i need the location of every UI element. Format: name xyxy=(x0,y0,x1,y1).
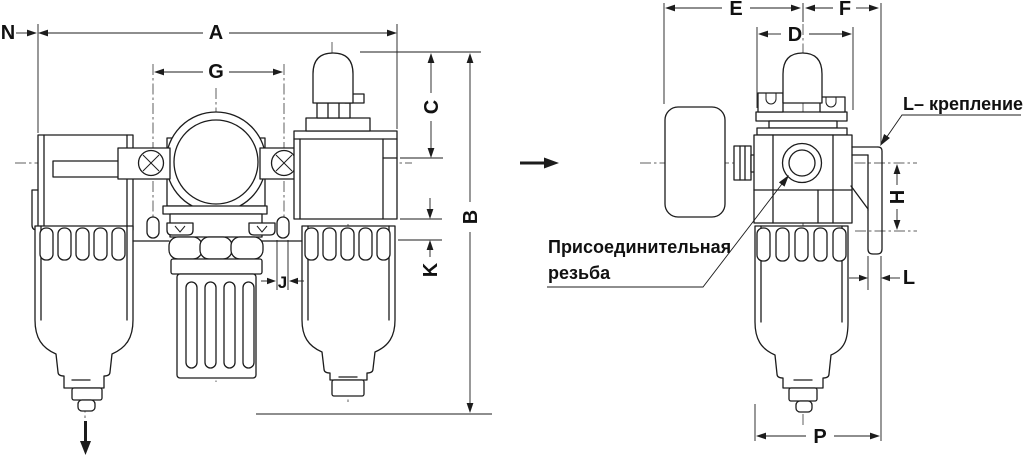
inlet-port xyxy=(52,160,121,178)
dim-label-n: N xyxy=(1,22,15,44)
front-view xyxy=(15,42,412,455)
mounting-screw-right xyxy=(270,149,298,177)
body-block-side xyxy=(753,134,853,224)
connection-port xyxy=(781,142,823,184)
dim-label-k: K xyxy=(420,262,442,277)
dim-p: P xyxy=(756,426,880,448)
panel-nut xyxy=(168,236,264,260)
regulator-cap xyxy=(165,111,267,213)
dim-label-j: J xyxy=(278,273,287,292)
dim-label-g: G xyxy=(208,61,224,83)
mounting-screw-left xyxy=(137,149,165,177)
gauge-connection-nut xyxy=(733,145,757,181)
dim-c: C xyxy=(421,53,443,158)
dim-label-d: D xyxy=(788,24,802,46)
drain-flow-arrow-icon xyxy=(80,421,91,455)
dim-label-b: B xyxy=(460,210,482,224)
dim-a: A xyxy=(38,22,397,44)
dim-k: K xyxy=(420,198,442,277)
lubricator-bowl-ribs xyxy=(304,227,391,261)
dim-f: F xyxy=(805,0,879,20)
filter-bowl-ribs xyxy=(39,227,126,261)
view-direction-arrow-icon xyxy=(520,157,559,169)
annotation-thread: Присоединительная резьба xyxy=(547,175,789,288)
fill-dome-side xyxy=(782,52,823,104)
dim-label-l: L xyxy=(903,267,915,289)
adjustment-knob xyxy=(176,273,257,379)
dim-h: H xyxy=(887,164,909,230)
thread-label-line1: Присоединительная xyxy=(548,237,731,257)
lubricator-module xyxy=(293,52,398,397)
fill-dome xyxy=(312,52,354,104)
lubricator-bowl xyxy=(301,225,396,381)
annotation-mounting: L– крепление xyxy=(880,94,1023,146)
dim-label-c: C xyxy=(421,100,443,114)
mounting-label: L– крепление xyxy=(903,94,1023,114)
lubricator-bowl-side xyxy=(754,225,849,413)
mounting-bracket xyxy=(850,146,883,255)
front-dimensions: N A G C xyxy=(1,22,492,415)
dim-j: J xyxy=(261,240,304,292)
bowl-ribs-side xyxy=(756,227,847,262)
side-view xyxy=(520,24,917,428)
dim-label-a: A xyxy=(209,22,223,44)
filter-module xyxy=(31,134,134,412)
dim-n: N xyxy=(1,22,37,44)
dim-label-f: F xyxy=(839,0,851,20)
drain-valve xyxy=(77,399,96,412)
dim-label-h: H xyxy=(887,190,909,204)
pressure-gauge xyxy=(664,106,726,218)
drain-valve-side xyxy=(795,400,813,413)
dim-label-p: P xyxy=(813,426,826,448)
regulator-head-side xyxy=(755,52,848,136)
dim-label-e: E xyxy=(729,0,742,20)
regulator-module xyxy=(117,111,301,379)
dim-g: G xyxy=(154,61,283,83)
filter-bowl xyxy=(34,225,134,389)
side-dimensions: E F D H xyxy=(663,0,915,448)
dim-e: E xyxy=(665,0,801,20)
dim-b: B xyxy=(460,53,482,413)
dim-l: L xyxy=(849,267,915,289)
thread-label-line2: резьба xyxy=(548,263,611,283)
dim-d: D xyxy=(758,24,852,46)
